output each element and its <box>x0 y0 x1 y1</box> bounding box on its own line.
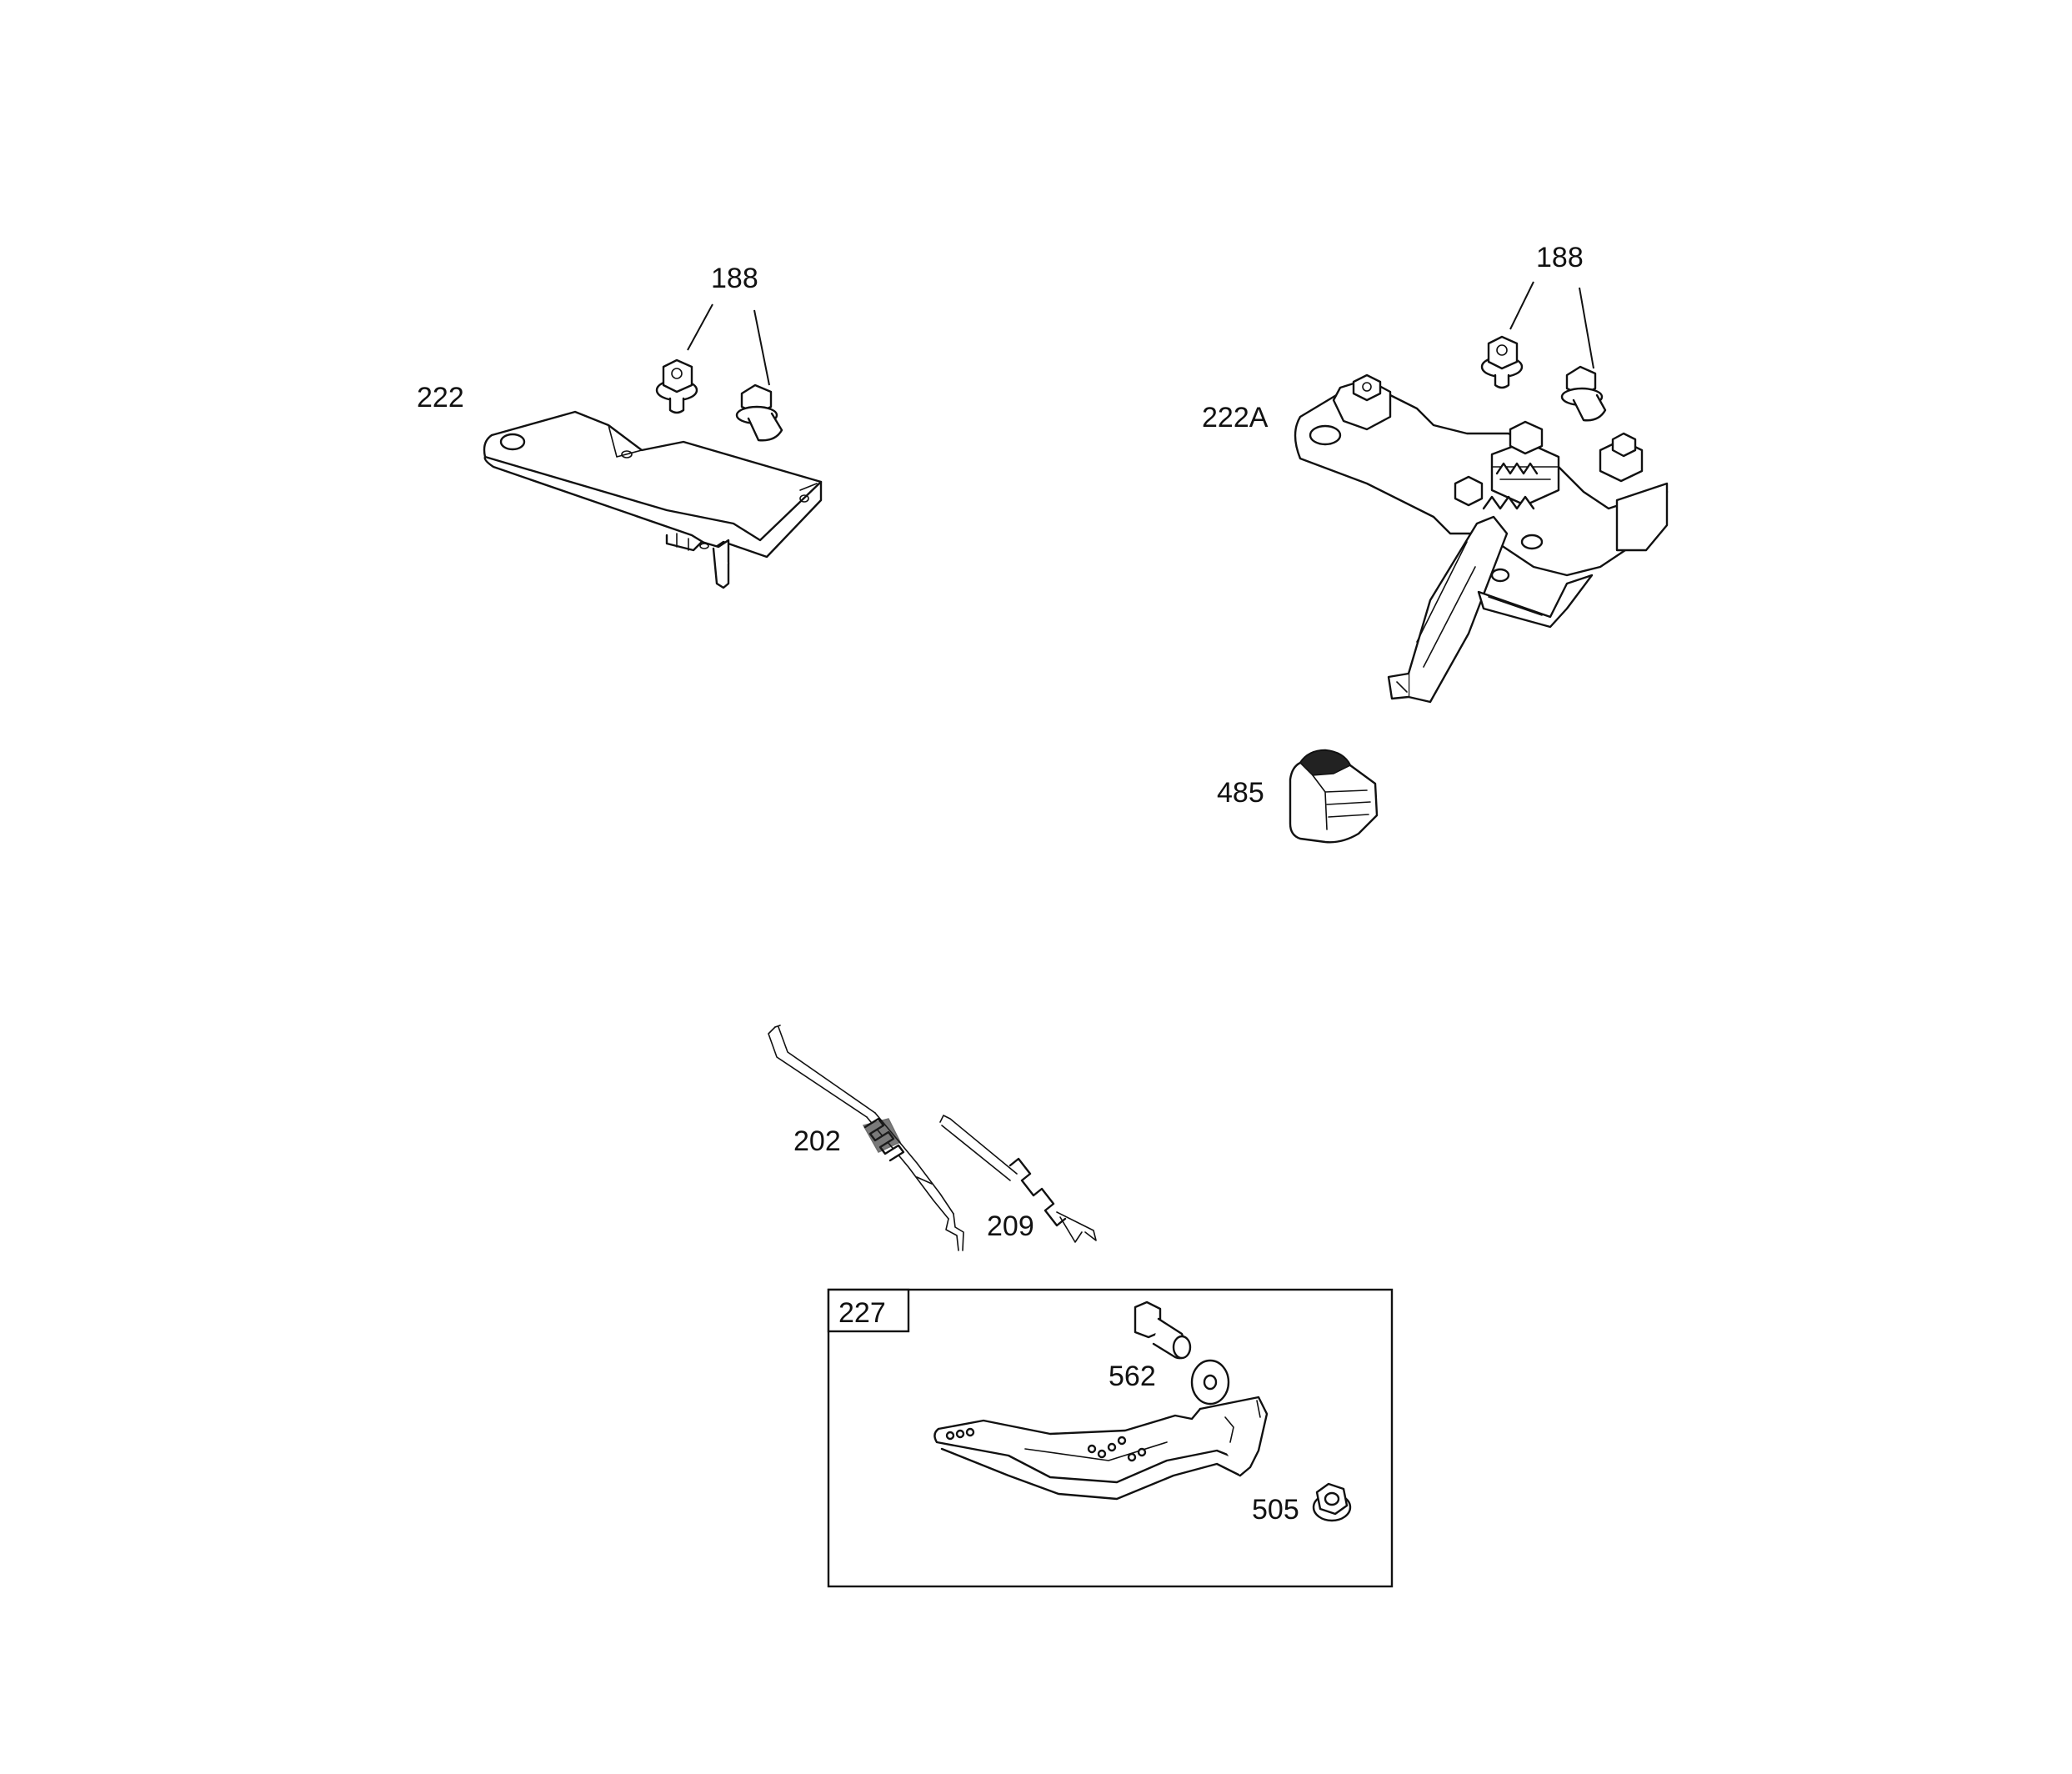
label-485[interactable]: 485 <box>1217 777 1264 809</box>
kit-frame <box>827 1288 1394 1588</box>
label-188-left[interactable]: 188 <box>711 263 758 294</box>
group-222A: 188 222A <box>1202 242 1669 844</box>
flange-bolt-icon[interactable] <box>1480 335 1524 389</box>
label-222[interactable]: 222 <box>417 382 464 413</box>
leader-188-left-b <box>753 309 770 386</box>
label-188-right[interactable]: 188 <box>1536 242 1584 273</box>
control-bracket-icon[interactable] <box>483 410 823 589</box>
flange-nut-icon[interactable] <box>1312 1482 1352 1522</box>
spring-icon <box>1482 462 1539 510</box>
governor-spring-icon[interactable] <box>939 1115 1097 1243</box>
group-202-209: 202 209 <box>768 1025 1097 1251</box>
label-562[interactable]: 562 <box>1109 1361 1156 1392</box>
label-505[interactable]: 505 <box>1252 1494 1299 1526</box>
t-bolt-icon[interactable] <box>1134 1300 1192 1360</box>
shoulder-bolt-icon[interactable] <box>1560 365 1607 422</box>
leader-188-right-a <box>1509 281 1534 330</box>
label-209[interactable]: 209 <box>987 1210 1034 1242</box>
group-222: 188 222 <box>417 263 823 589</box>
governor-rod-icon[interactable] <box>768 1025 964 1251</box>
label-222A[interactable]: 222A <box>1202 402 1269 433</box>
leader-188-right-b <box>1579 287 1594 369</box>
flange-bolt-icon[interactable] <box>655 358 698 414</box>
kit-number-box <box>827 1288 910 1333</box>
control-knob-icon[interactable] <box>1289 749 1379 844</box>
washer-icon[interactable] <box>1190 1359 1230 1406</box>
leader-188-left-a <box>687 303 713 351</box>
shoulder-bolt-icon[interactable] <box>735 383 783 442</box>
governor-lever-icon[interactable] <box>933 1396 1269 1501</box>
governor-control-assembly-icon[interactable] <box>1294 373 1669 704</box>
label-227[interactable]: 227 <box>838 1297 886 1329</box>
kit-box-227: 227 562 <box>827 1288 1394 1588</box>
label-202[interactable]: 202 <box>793 1125 841 1157</box>
